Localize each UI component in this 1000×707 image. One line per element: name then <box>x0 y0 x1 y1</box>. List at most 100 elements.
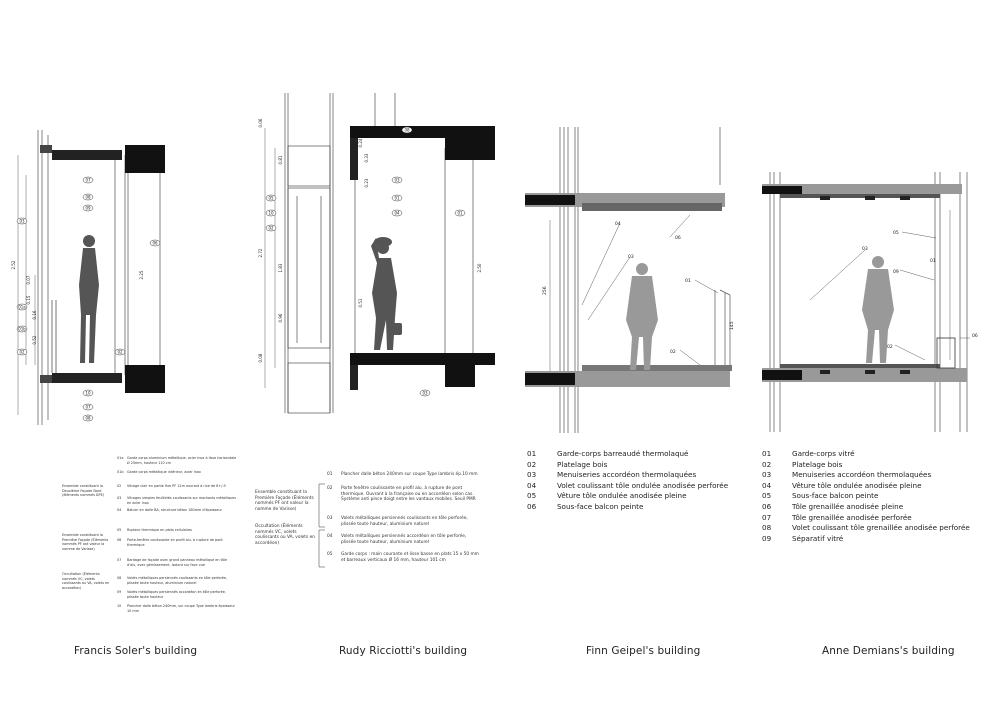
ricciotti-label: 04 <box>394 211 400 216</box>
legend-code: 09 <box>117 590 122 594</box>
ricciotti-label: 10 <box>268 211 274 216</box>
ricciotti-dimension: 0.33 <box>364 153 369 162</box>
ricciotti-label: 02 <box>268 226 274 231</box>
soler-dimension: 0.16 <box>32 310 37 319</box>
legend-row: 04 Volet coulissant tôle ondulée anodisée… <box>527 481 747 492</box>
legend-text: Tôle grenaillée anodisée pleine <box>792 501 904 511</box>
legend-code: 03 <box>327 516 333 521</box>
legend-text: Garde corps : main courante et lisse bas… <box>341 552 479 563</box>
legend-text: Garde corps métallique intérieur, acier … <box>127 470 201 474</box>
legend-text: Vitrages simples feuilletés coulissants … <box>127 496 237 505</box>
ricciotti-label: 05 <box>268 196 274 201</box>
legend-code: 04 <box>527 480 537 490</box>
soler-label: 08 <box>85 416 91 421</box>
legend-code: 05 <box>327 552 333 557</box>
legend-text: Plancher dalle béton 240mm sur coupe Typ… <box>341 472 478 477</box>
legend-text: Vêture tôle ondulée anodisée pleine <box>792 480 922 490</box>
legend-code: 06 <box>527 501 537 511</box>
soler-label: 07 <box>85 178 91 183</box>
soler-label: 03 <box>19 219 25 224</box>
legend-text: Vêture tôle ondulée anodisée pleine <box>557 491 687 501</box>
legend-code: 04 <box>762 480 772 490</box>
legend-code: 01 <box>327 472 333 477</box>
legend-code: 08 <box>117 576 122 580</box>
ricciotti-legend-group: Occultation (Éléments nommés VC, volets … <box>255 524 315 546</box>
soler-legend-group: Ensemble constituant la Première Façade … <box>62 533 109 551</box>
legend-code: 01b <box>117 470 124 474</box>
ricciotti-dimension: 1.83 <box>278 263 283 272</box>
ricciotti-dimension: 0.06 <box>258 118 263 127</box>
legend-text: Vitrage clair en partie fixe PF 12m ouvr… <box>127 484 226 488</box>
legend-text: Rupteur thermique en plots cellulaires <box>127 528 192 532</box>
soler-dimension: 0.52 <box>32 335 37 344</box>
legend-code: 03 <box>117 496 122 500</box>
legend-text: Volet coulissant tôle grenaillée anodisé… <box>792 523 970 533</box>
demians-label: 03 <box>862 246 868 252</box>
soler-label: 01b <box>18 327 26 332</box>
soler-dimension: 2.25 <box>139 270 144 279</box>
legend-text: Porte fenêtre coulissante en profil alu.… <box>341 486 476 503</box>
ricciotti-dimension: 2.72 <box>258 248 263 257</box>
legend-code: 09 <box>762 533 772 543</box>
legend-text: Garde corps aluminium métallique, acier … <box>127 456 237 465</box>
soler-legend-group: Occultation (Éléments nommés VC, volets … <box>62 572 110 590</box>
geipel-section-drawing: 04 03 06 01 02 256 145 <box>520 125 750 435</box>
legend-code: 08 <box>762 523 772 533</box>
geipel-label: 06 <box>675 235 681 241</box>
legend-code: 02 <box>327 486 333 491</box>
legend-code: 01a <box>117 456 124 460</box>
legend-row: 07 Tôle grenaillée anodisée perforée <box>762 513 992 524</box>
ricciotti-label: 01 <box>394 196 400 201</box>
ricciotti-dimension: 0.23 <box>364 178 369 187</box>
geipel-label: 03 <box>628 254 634 260</box>
ricciotti-legend-group: Ensemble constituant la Première Façade … <box>255 490 314 512</box>
legend-row: 09 Séparatif vitré <box>762 534 992 545</box>
legend-code: 03 <box>527 470 537 480</box>
ricciotti-legend: Ensemble constituant la Première Façade … <box>255 472 485 592</box>
legend-code: 07 <box>117 558 122 562</box>
legend-code: 02 <box>117 484 122 488</box>
geipel-dimension: 145 <box>729 321 735 330</box>
demians-label: 09 <box>893 269 899 275</box>
legend-code: 04 <box>117 508 122 512</box>
ricciotti-label: 03 <box>422 391 428 396</box>
legend-row: 04 Vêture tôle ondulée anodisée pleine <box>762 481 992 492</box>
soler-label: 07 <box>85 405 91 410</box>
legend-text: Volets métalliques persiennés accordéon … <box>127 590 226 599</box>
soler-label: 02 <box>117 350 123 355</box>
legend-text: Garde-corps barreaudé thermolaqué <box>557 449 689 458</box>
legend-code: 02 <box>762 459 772 469</box>
demians-label: 05 <box>893 230 899 236</box>
caption-soler: Francis Soler's building <box>74 645 198 657</box>
legend-text: Volets métalliques persiennés coulissant… <box>341 516 468 527</box>
legend-code: 02 <box>527 459 537 469</box>
legend-code: 06 <box>762 501 772 511</box>
legend-code: 05 <box>762 491 772 501</box>
legend-code: 07 <box>762 512 772 522</box>
ricciotti-dimension: 0.81 <box>278 155 283 164</box>
legend-text: Tôle grenaillée anodisée perforée <box>792 512 912 522</box>
soler-section-drawing: 07 08 09 03 06 02 01a 01b 02 10 07 08 2.… <box>0 125 200 430</box>
caption-demians: Anne Demians's building <box>822 645 955 657</box>
ricciotti-dimension: 0.08 <box>258 353 263 362</box>
soler-label: 09 <box>85 206 91 211</box>
geipel-dimension: 256 <box>542 286 548 295</box>
ricciotti-label: 01 <box>457 211 463 216</box>
ricciotti-label: 03 <box>394 178 400 183</box>
legend-text: Plancher dalle béton 240mm, sur coupe Ty… <box>127 604 235 613</box>
legend-code: 05 <box>527 491 537 501</box>
soler-legend-group: Ensemble constituant la Deuxième Façade … <box>62 484 105 498</box>
soler-dimension: 2.52 <box>11 260 16 269</box>
legend-text: Platelage bois <box>792 459 843 469</box>
demians-label: 02 <box>887 344 893 350</box>
legend-text: Volet coulissant tôle ondulée anodisée p… <box>557 480 729 490</box>
demians-label: 01 <box>930 258 936 264</box>
legend-text: Séparatif vitré <box>792 533 844 543</box>
